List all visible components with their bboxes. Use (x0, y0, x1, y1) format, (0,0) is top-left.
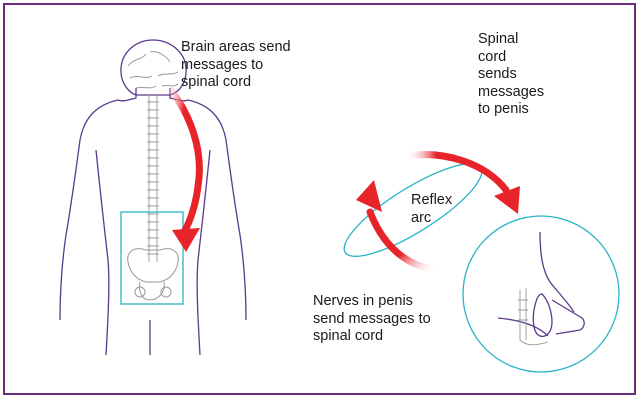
pelvis-highlight-box (121, 212, 183, 304)
brain-label: Brain areas send messages to spinal cord (181, 39, 291, 92)
pelvis-icon (128, 249, 179, 300)
brain-to-spine-arrow (166, 84, 200, 252)
brain-icon (121, 40, 186, 95)
body-outline (60, 88, 246, 355)
nerves-label: Nerves in penis send messages to spinal … (313, 293, 431, 346)
reflex-arc-label: Reflex arc (411, 192, 452, 227)
spine-icon (147, 94, 159, 262)
spinal-cord-label: Spinal cord sends messages to penis (478, 31, 544, 119)
